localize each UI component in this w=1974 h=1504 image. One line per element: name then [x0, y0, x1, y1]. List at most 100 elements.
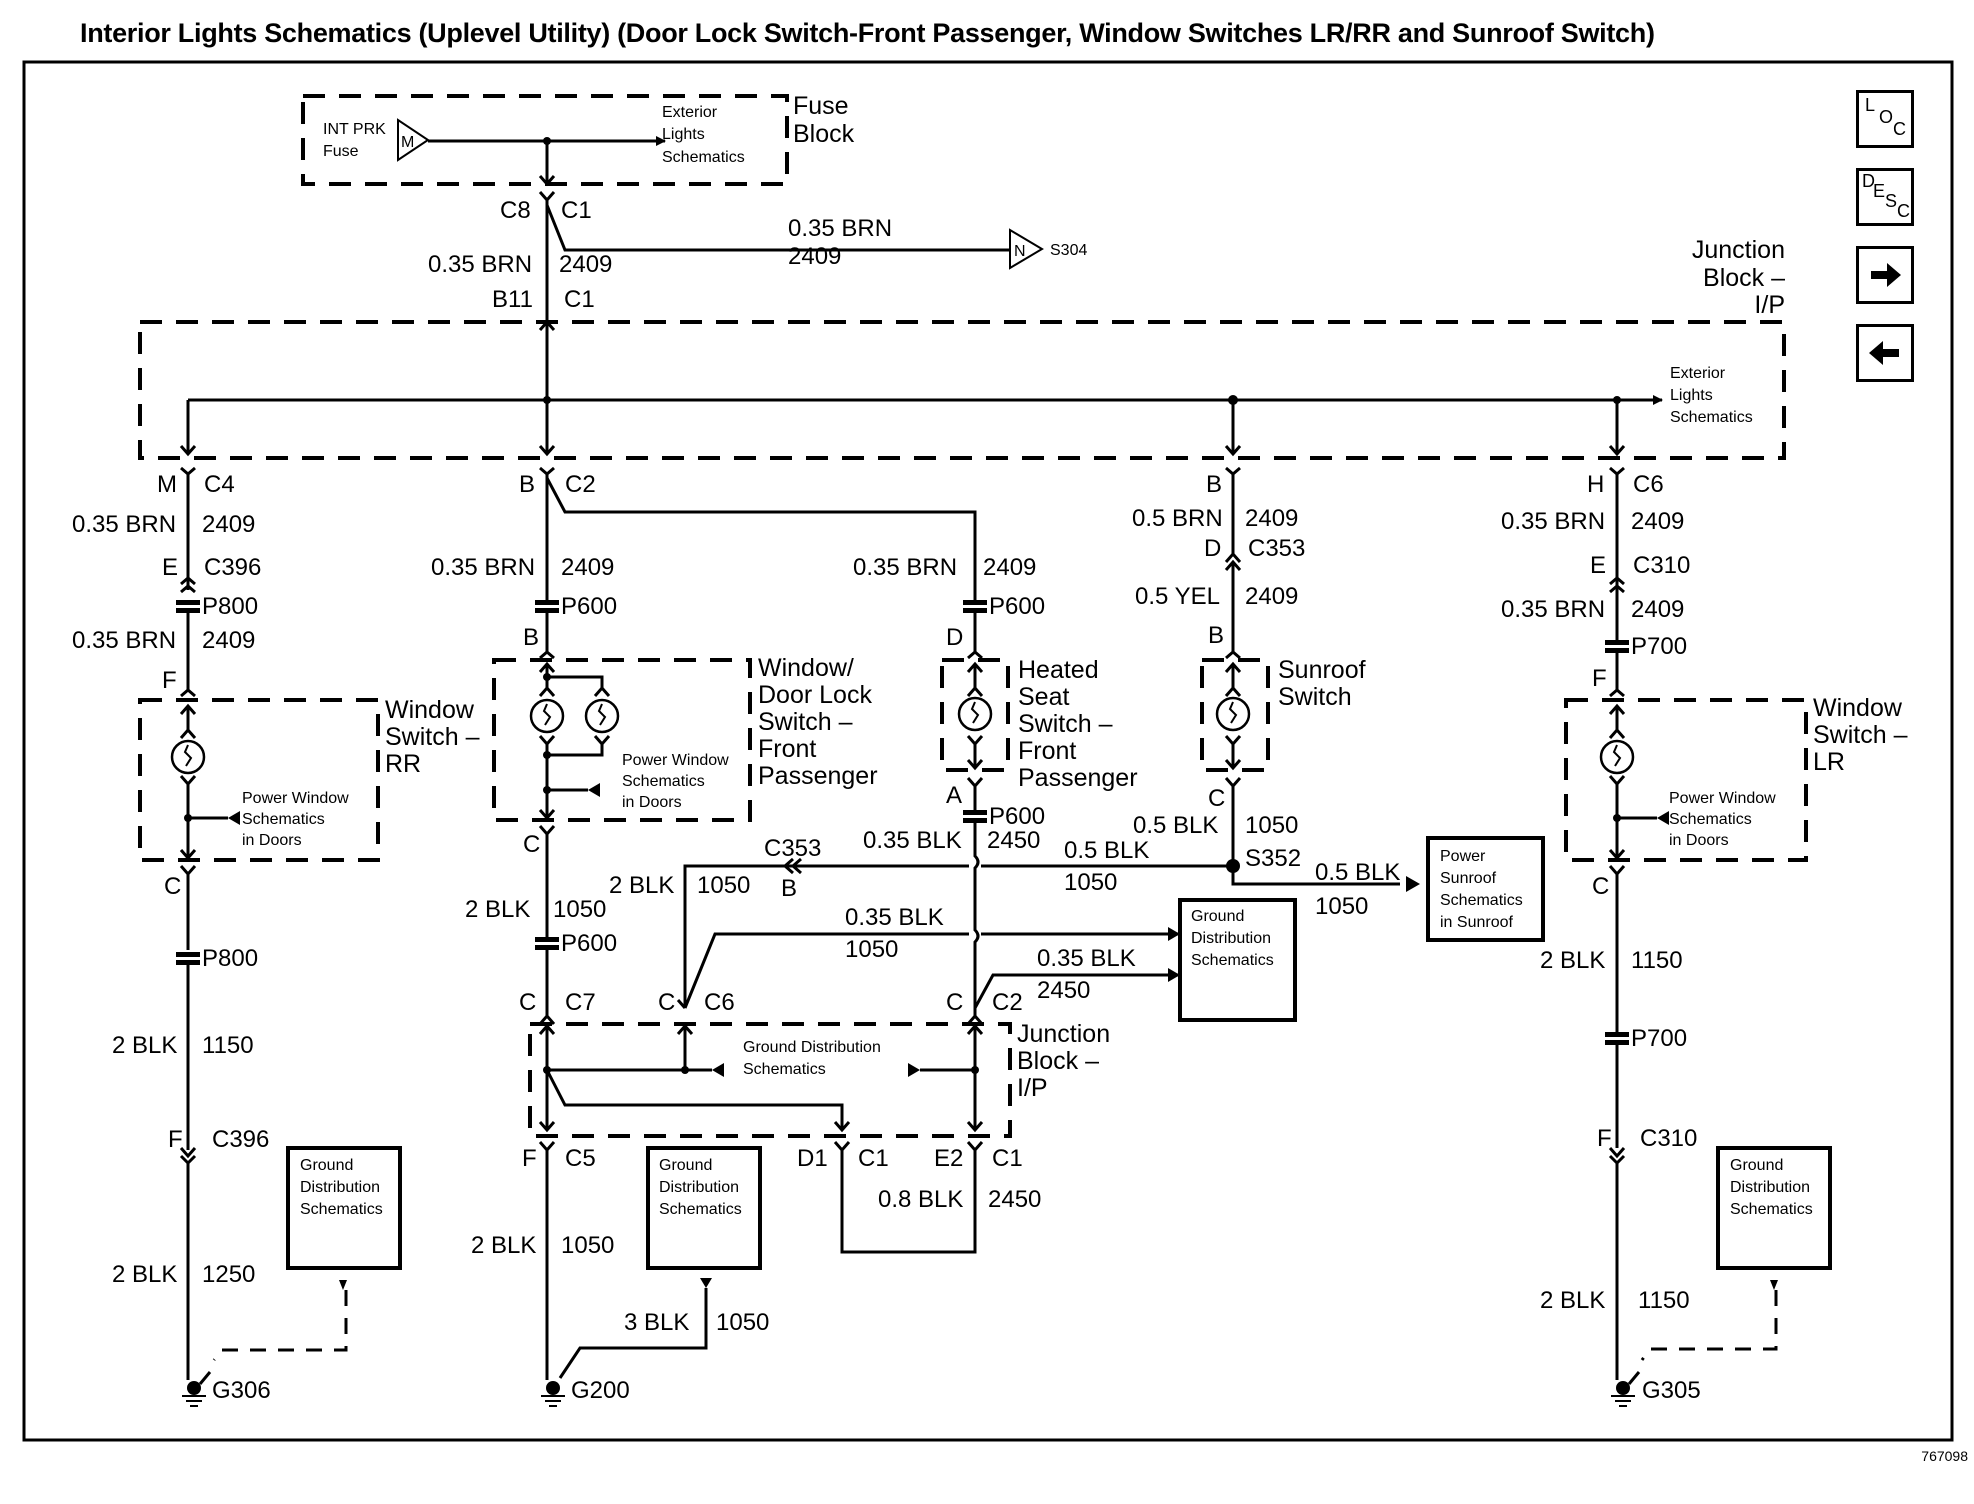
svg-text:M: M	[401, 134, 414, 151]
s352-splice	[1226, 859, 1240, 873]
hs-gd-text-2: Distribution	[1191, 930, 1271, 947]
feed-jb-pin: B11	[492, 286, 533, 313]
fp-w4-circuit: 2450	[988, 1186, 1041, 1213]
jb-lower-c2-wire	[966, 1023, 984, 1133]
lr-switch-icon	[1599, 739, 1635, 775]
sr-ps-text-1: Power	[1440, 848, 1486, 865]
fp-pin-1: B	[519, 471, 535, 498]
location-button[interactable]: L O C	[1856, 90, 1914, 148]
lr-pw-text-2: Schematics	[1669, 811, 1752, 828]
fp-c5-wire	[538, 1141, 556, 1380]
fp-switch-icon-1	[529, 698, 565, 734]
rr-window-switch-outline	[138, 698, 380, 862]
rr-inline-2: P800	[202, 945, 258, 972]
sr-pin-1: B	[1206, 471, 1222, 498]
sr-ps-text-2: Sunroof	[1440, 870, 1497, 887]
desc-letter-s: S	[1885, 191, 1898, 211]
diagram-frame	[22, 60, 1954, 1442]
sr-pin-3: B	[1208, 622, 1224, 649]
hs-pin-1: D	[946, 624, 963, 651]
jb-drop-rr	[179, 400, 197, 457]
sr-arrow-icon	[1406, 876, 1420, 892]
g306-ground-icon	[182, 1371, 212, 1407]
jb-lower-c6-wire	[676, 1023, 694, 1070]
fp-p600-inline-icon-2	[535, 937, 559, 950]
hs-w2-circuit: 2450	[987, 827, 1040, 854]
previous-page-button[interactable]	[1856, 324, 1914, 382]
hs-comp-label-4: Front	[1018, 737, 1076, 765]
lr-comp-label-2: Switch –	[1813, 721, 1908, 749]
rr-switch-input	[179, 703, 197, 739]
rr-pw-text-1: Power Window	[242, 790, 349, 807]
hs-inline-1: P600	[989, 593, 1045, 620]
next-page-button[interactable]	[1856, 246, 1914, 304]
fp-w2-gauge: 2 BLK	[465, 896, 530, 923]
fp-wire-1	[539, 466, 977, 600]
fp-out-pin-1: F	[522, 1145, 537, 1172]
lr-ground-distribution-box[interactable]	[1716, 1146, 1832, 1270]
ext-lights-text-3: Schematics	[662, 149, 745, 166]
fuse-block-label-2: Block	[793, 120, 855, 148]
g200-label: G200	[571, 1377, 630, 1404]
fp-pw-arrow-icon	[588, 783, 600, 797]
sr-pin-4: C	[1208, 785, 1225, 812]
fp-comp-label-4: Front	[758, 735, 816, 763]
s304-wire-circuit: 2409	[788, 243, 841, 270]
fp-splice-3	[543, 786, 551, 794]
ext-lights-text-1: Exterior	[662, 104, 718, 121]
feed-wire-gauge: 0.35 BRN	[428, 251, 532, 278]
fp-out-pin-2: D1	[797, 1145, 828, 1172]
fuse-block-outline	[301, 94, 789, 186]
gd-w5-gauge: 0.35 BLK	[1037, 945, 1136, 972]
fp-w2-circuit: 1050	[553, 896, 606, 923]
rr-conn-1: C4	[204, 471, 235, 498]
fp-ground-distribution-box[interactable]	[646, 1146, 762, 1270]
fp-jb-conn-2: C6	[704, 989, 735, 1016]
rr-pin-1: M	[157, 471, 177, 498]
rr-pin-2: E	[162, 554, 178, 581]
gd-w5-circuit: 2450	[1037, 977, 1090, 1004]
jb-lower-label-2: Block –	[1017, 1047, 1099, 1075]
fp-inline-1: P600	[561, 593, 617, 620]
sr-w4-gauge: 0.5 BLK	[1064, 837, 1149, 864]
hs-ground-distribution-box[interactable]	[1178, 898, 1297, 1022]
rr-w3-gauge: 2 BLK	[112, 1032, 177, 1059]
fuse-name-1: INT PRK	[323, 121, 386, 138]
lr-p700-inline-icon	[1605, 640, 1629, 653]
rr-w4-gauge: 2 BLK	[112, 1261, 177, 1288]
lr-wire-1	[1609, 466, 1625, 590]
description-button[interactable]: D E S C	[1856, 168, 1914, 226]
power-sunroof-schematics-box[interactable]	[1426, 836, 1545, 942]
hs-w2-gauge: 0.35 BLK	[863, 827, 962, 854]
lr-wire-3	[1608, 849, 1626, 1032]
fp-switch-icon-2	[584, 698, 620, 734]
hs-switch-glyph	[970, 701, 980, 724]
hs-gd-text-1: Ground	[1191, 908, 1244, 925]
rr-w1-circuit: 2409	[202, 511, 255, 538]
fp-w5-circuit: 1050	[716, 1309, 769, 1336]
rr-wire-5	[179, 1147, 197, 1380]
junction-block-ip-lower-outline	[528, 1022, 1012, 1138]
rr-w2-gauge: 0.35 BRN	[72, 627, 176, 654]
sr-comp-label-2: Switch	[1278, 683, 1352, 711]
rr-inline-1: P800	[202, 593, 258, 620]
gd-wire-2450	[973, 973, 1180, 1009]
gd-w4-gauge: 0.35 BLK	[845, 904, 944, 931]
jb-ext-text-3: Schematics	[1670, 409, 1753, 426]
hs-switch-input	[966, 661, 984, 697]
fp-jb-conn-1: C7	[565, 989, 596, 1016]
jb-lower-label-1: Junction	[1017, 1020, 1110, 1048]
sr-switch-glyph	[1228, 701, 1238, 724]
hs-comp-label-5: Passenger	[1018, 764, 1138, 792]
fp-comp-label-2: Door Lock	[758, 681, 872, 709]
sr-ps-text-3: Schematics	[1440, 892, 1523, 909]
fp-jb-conn-3: C2	[992, 989, 1023, 1016]
rr-ground-distribution-box[interactable]	[286, 1146, 402, 1270]
rr-wire-3	[179, 849, 197, 950]
lr-p700-inline-icon-2	[1605, 1032, 1629, 1045]
fp-splice-2	[543, 751, 551, 759]
rr-p800-inline-icon-2	[176, 952, 200, 965]
rr-f-connector	[180, 688, 196, 698]
fp-pw-text-3: in Doors	[622, 794, 682, 811]
gd-wire-1050	[683, 932, 1180, 1009]
